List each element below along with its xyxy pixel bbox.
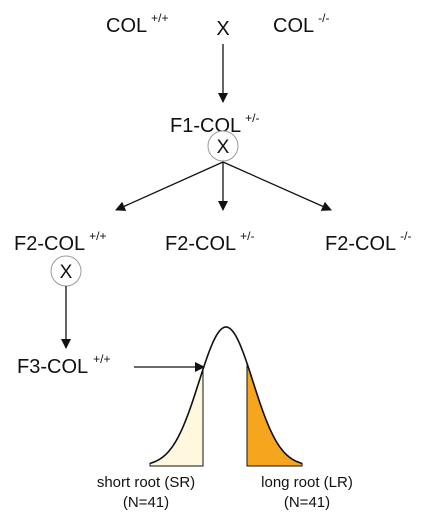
short-root-label: short root (SR)	[97, 474, 195, 491]
parent-cross-x: X	[216, 18, 229, 40]
short-root-count: (N=41)	[123, 494, 169, 511]
f1-cross-circle	[207, 130, 239, 162]
arrow-f1-to-f2-right	[222, 161, 332, 211]
long-root-label: long root (LR)	[261, 474, 353, 491]
f2-label-homozygous-mutant: F2-COL-/-	[325, 229, 411, 255]
long-root-tail-area	[246, 363, 303, 467]
root-length-distribution-curve	[149, 326, 303, 465]
arrow-f1-to-f2-left	[115, 161, 224, 211]
parent-left-label: COL+/+	[106, 11, 168, 37]
f2-label-homozygous-wt: F2-COL+/+	[14, 229, 106, 255]
f3-label: F3-COL+/+	[17, 352, 110, 378]
long-root-count: (N=41)	[284, 494, 330, 511]
short-root-tail-area	[149, 369, 204, 467]
f1-cross-x: X	[217, 137, 230, 158]
f2-cross-x: X	[60, 262, 73, 283]
parent-right-label: COL-/-	[273, 11, 329, 37]
f2-label-heterozygous: F2-COL+/-	[165, 229, 254, 255]
